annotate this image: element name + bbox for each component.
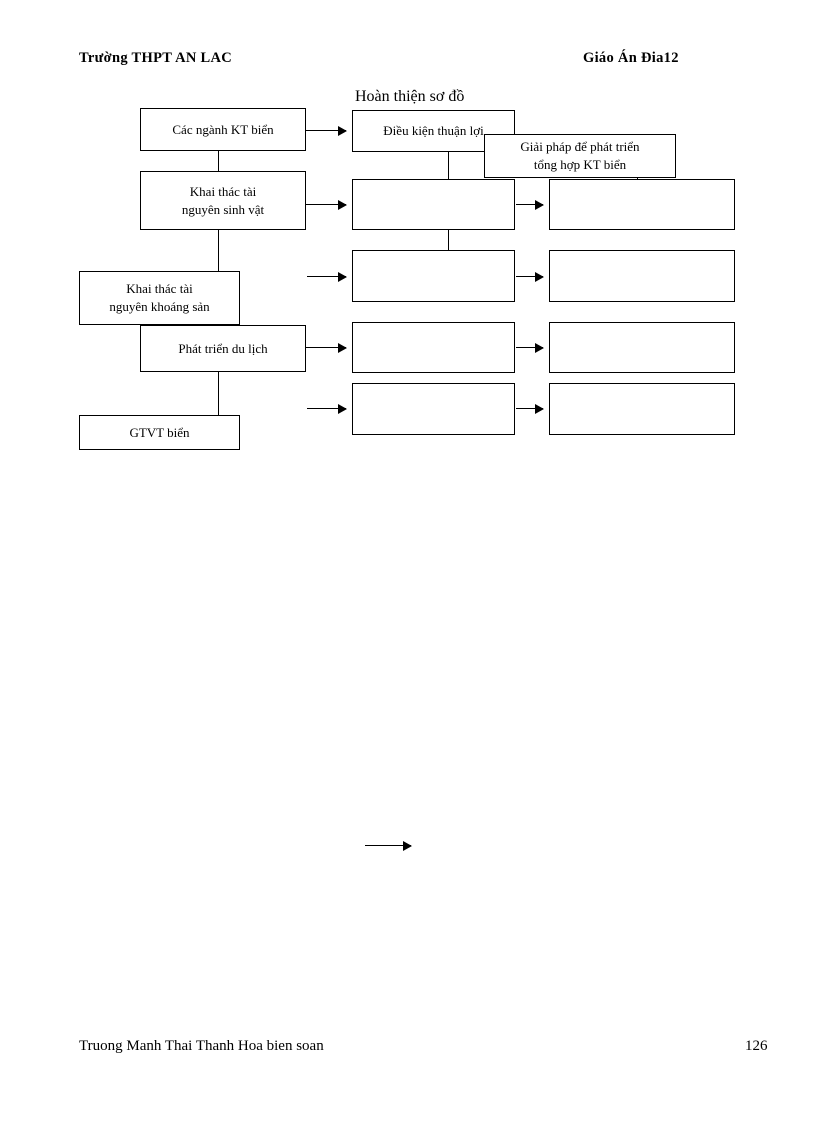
- footer-page-number: 126: [745, 1038, 768, 1054]
- flowchart-node-right-2: [549, 250, 735, 302]
- header-school-name: Trường THPT AN LAC: [79, 50, 233, 66]
- arrow-left-to-middle-1: [306, 124, 347, 138]
- arrow-left-to-middle-5: [307, 402, 347, 416]
- diagram-title: Hoàn thiện sơ đồ: [355, 88, 465, 105]
- connector-middle-spine-2: [448, 230, 450, 250]
- connector-left-4-5: [218, 372, 220, 415]
- arrow-middle-to-right-1: [516, 198, 544, 212]
- flowchart-node-middle-3: [352, 250, 515, 302]
- connector-left-2-3: [218, 230, 220, 272]
- flowchart-node-overlay-solution: Giải pháp để phát triển tổng hợp KT biển: [484, 134, 676, 178]
- footer-author: Truong Manh Thai Thanh Hoa bien soan: [79, 1038, 324, 1054]
- flowchart-node-right-3: [549, 322, 735, 373]
- arrow-left-to-middle-2: [306, 198, 347, 212]
- arrow-middle-to-right-3: [516, 341, 544, 355]
- arrow-left-to-middle-4: [306, 341, 347, 355]
- flowchart-node-middle-1: Điều kiện thuận lợi: [352, 110, 515, 152]
- flowchart-node-middle-5: [352, 383, 515, 435]
- flowchart-node-left-3: Khai thác tài nguyên khoáng sản: [79, 271, 240, 325]
- flowchart-node-left-5: GTVT biển: [79, 415, 240, 450]
- header-document-title: Giáo Án Đia12: [583, 50, 679, 66]
- flowchart-node-left-2: Khai thác tài nguyên sinh vật: [140, 171, 306, 230]
- arrow-left-to-middle-3: [307, 270, 347, 284]
- connector-left-1-2: [218, 151, 220, 171]
- flowchart-node-middle-4: [352, 322, 515, 373]
- arrow-middle-to-right-2: [516, 270, 544, 284]
- node-label: Khai thác tài nguyên sinh vật: [181, 183, 265, 217]
- node-label: Giải pháp để phát triển tổng hợp KT biển: [520, 139, 640, 172]
- node-label: Khai thác tài nguyên khoáng sản: [109, 281, 210, 314]
- flowchart-node-middle-2: [352, 179, 515, 230]
- flowchart-node-right-4: [549, 383, 735, 435]
- node-label: Điều kiện thuận lợi: [383, 123, 484, 139]
- connector-middle-spine-1: [448, 152, 450, 179]
- flowchart-node-right-1: [549, 179, 735, 230]
- arrow-middle-to-right-4: [516, 402, 544, 416]
- node-label: Phát triển du lịch: [178, 340, 268, 356]
- node-label: Các ngành KT biển: [172, 121, 274, 137]
- flowchart-node-left-4: Phát triển du lịch: [140, 325, 306, 372]
- arrow-legend-standalone: [365, 839, 412, 853]
- flowchart-node-left-1: Các ngành KT biển: [140, 108, 306, 151]
- node-label: GTVT biển: [129, 424, 190, 440]
